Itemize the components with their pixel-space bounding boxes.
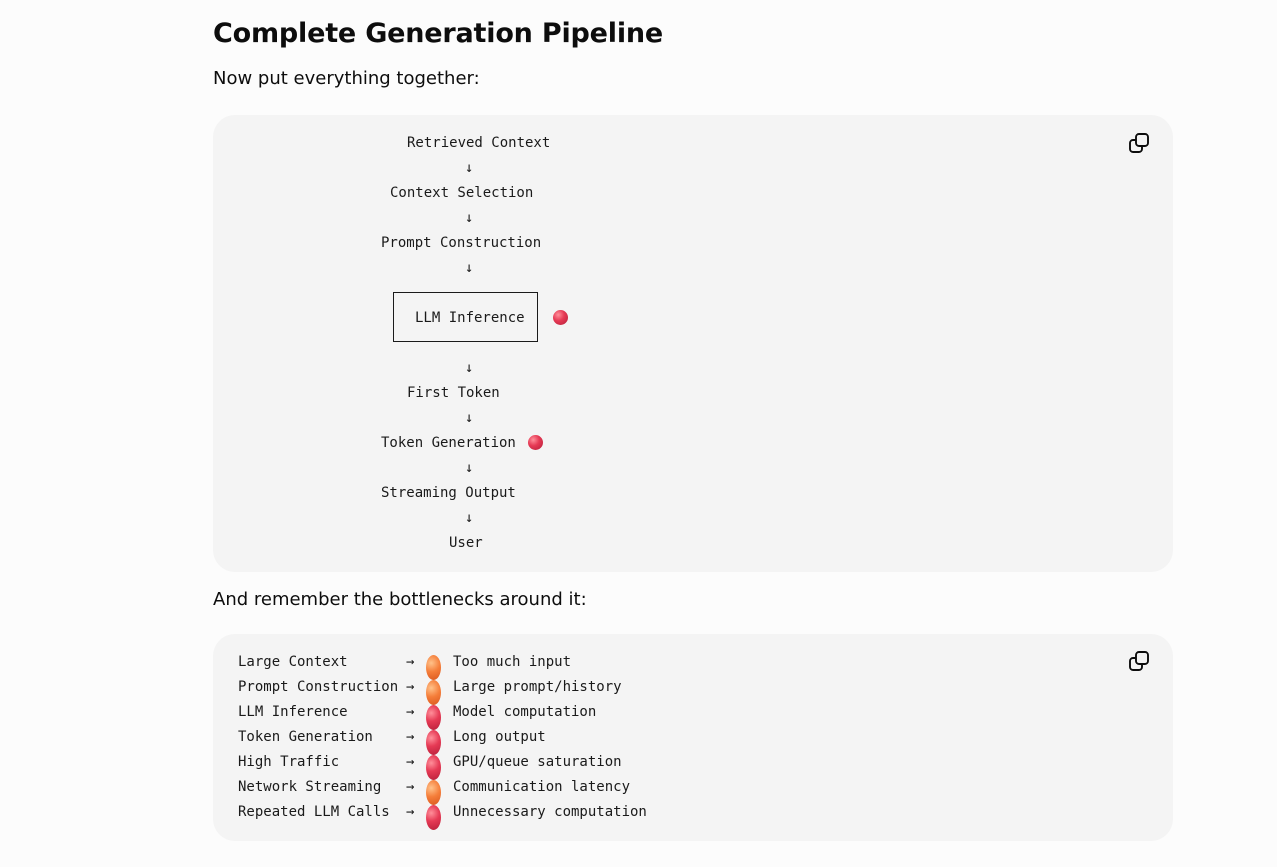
pipeline-diagram: Retrieved Context ↓ Context Selection ↓ … xyxy=(213,115,733,572)
pipeline-step: Context Selection xyxy=(390,185,534,201)
bottleneck-description: Long output xyxy=(453,729,546,745)
red-circle-icon xyxy=(426,805,441,830)
pipeline-step: First Token xyxy=(407,385,500,401)
bottleneck-row: Token Generation → Long output xyxy=(213,725,1173,755)
bottleneck-description: Communication latency xyxy=(453,779,631,795)
bottleneck-description: GPU/queue saturation xyxy=(453,754,622,770)
copy-code-button[interactable] xyxy=(1127,649,1151,673)
bottleneck-description: Too much input xyxy=(453,654,572,670)
bottleneck-description: Unnecessary computation xyxy=(453,804,647,820)
down-arrow: ↓ xyxy=(465,510,474,526)
right-arrow: → xyxy=(406,654,415,670)
right-arrow: → xyxy=(406,729,415,745)
bridge-text: And remember the bottlenecks around it: xyxy=(213,589,587,610)
red-circle-icon xyxy=(426,730,441,755)
bottleneck-stage: Repeated LLM Calls xyxy=(238,804,390,820)
pipeline-step: Retrieved Context xyxy=(407,135,551,151)
bottlenecks-code-block: Large Context → Too much input Prompt Co… xyxy=(213,634,1173,841)
red-circle-icon xyxy=(553,310,568,325)
bottleneck-row: Network Streaming → Communication latenc… xyxy=(213,775,1173,805)
right-arrow: → xyxy=(406,754,415,770)
bottleneck-stage: Network Streaming xyxy=(238,779,382,795)
down-arrow: ↓ xyxy=(465,410,474,426)
down-arrow: ↓ xyxy=(465,160,474,176)
down-arrow: ↓ xyxy=(465,360,474,376)
bottleneck-row: Repeated LLM Calls → Unnecessary computa… xyxy=(213,800,1173,830)
pipeline-code-block: Retrieved Context ↓ Context Selection ↓ … xyxy=(213,115,1173,572)
pipeline-step-highlighted: LLM Inference xyxy=(415,310,525,326)
copy-code-button[interactable] xyxy=(1127,131,1151,155)
bottleneck-description: Large prompt/history xyxy=(453,679,622,695)
red-circle-icon xyxy=(426,755,441,780)
orange-circle-icon xyxy=(426,680,441,705)
bottleneck-row: High Traffic → GPU/queue saturation xyxy=(213,750,1173,780)
bottleneck-stage: Token Generation xyxy=(238,729,373,745)
pipeline-step: Token Generation xyxy=(381,435,516,451)
orange-circle-icon xyxy=(426,780,441,805)
right-arrow: → xyxy=(406,804,415,820)
red-circle-icon xyxy=(528,435,543,450)
pipeline-step: Prompt Construction xyxy=(381,235,542,251)
copy-icon xyxy=(1129,651,1149,671)
right-arrow: → xyxy=(406,679,415,695)
down-arrow: ↓ xyxy=(465,460,474,476)
llm-inference-box xyxy=(393,292,538,342)
down-arrow: ↓ xyxy=(465,260,474,276)
red-circle-icon xyxy=(426,705,441,730)
bottleneck-row: Prompt Construction → Large prompt/histo… xyxy=(213,675,1173,705)
copy-icon xyxy=(1129,133,1149,153)
bottleneck-row: LLM Inference → Model computation xyxy=(213,700,1173,730)
section-heading: Complete Generation Pipeline xyxy=(213,18,664,49)
down-arrow: ↓ xyxy=(465,210,474,226)
right-arrow: → xyxy=(406,779,415,795)
bottleneck-stage: Large Context xyxy=(238,654,348,670)
right-arrow: → xyxy=(406,704,415,720)
orange-circle-icon xyxy=(426,655,441,680)
bottleneck-stage: LLM Inference xyxy=(238,704,348,720)
intro-text: Now put everything together: xyxy=(213,68,480,89)
pipeline-step: User xyxy=(449,535,483,551)
bottleneck-row: Large Context → Too much input xyxy=(213,650,1173,680)
bottleneck-description: Model computation xyxy=(453,704,597,720)
bottleneck-stage: Prompt Construction xyxy=(238,679,399,695)
bottleneck-stage: High Traffic xyxy=(238,754,340,770)
pipeline-step: Streaming Output xyxy=(381,485,516,501)
